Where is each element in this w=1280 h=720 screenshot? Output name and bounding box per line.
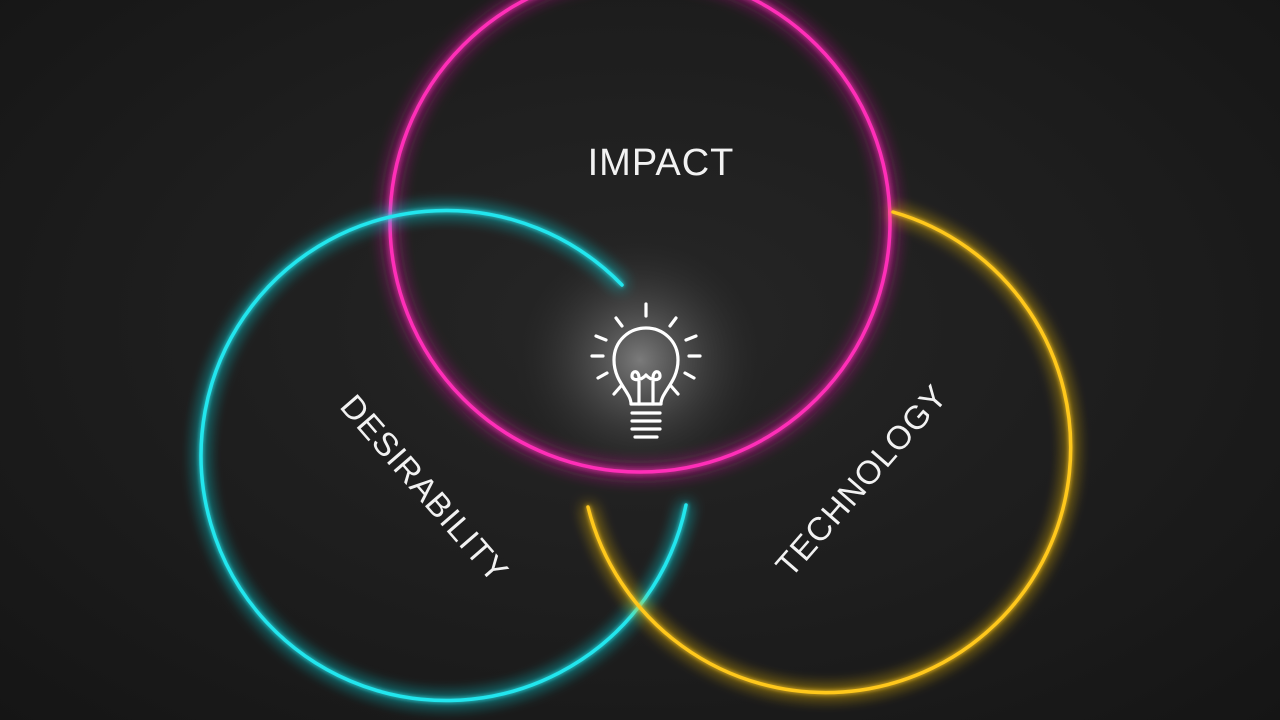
technology-arc xyxy=(586,210,1073,695)
lightbulb-icon xyxy=(590,302,702,439)
impact-circle xyxy=(388,0,892,474)
desirability-arc xyxy=(199,208,688,703)
technology-label: TECHNOLOGY xyxy=(768,377,954,583)
impact-label: IMPACT xyxy=(588,142,735,184)
desirability-label: DESIRABILITY xyxy=(333,387,516,589)
center-glow xyxy=(515,235,765,485)
